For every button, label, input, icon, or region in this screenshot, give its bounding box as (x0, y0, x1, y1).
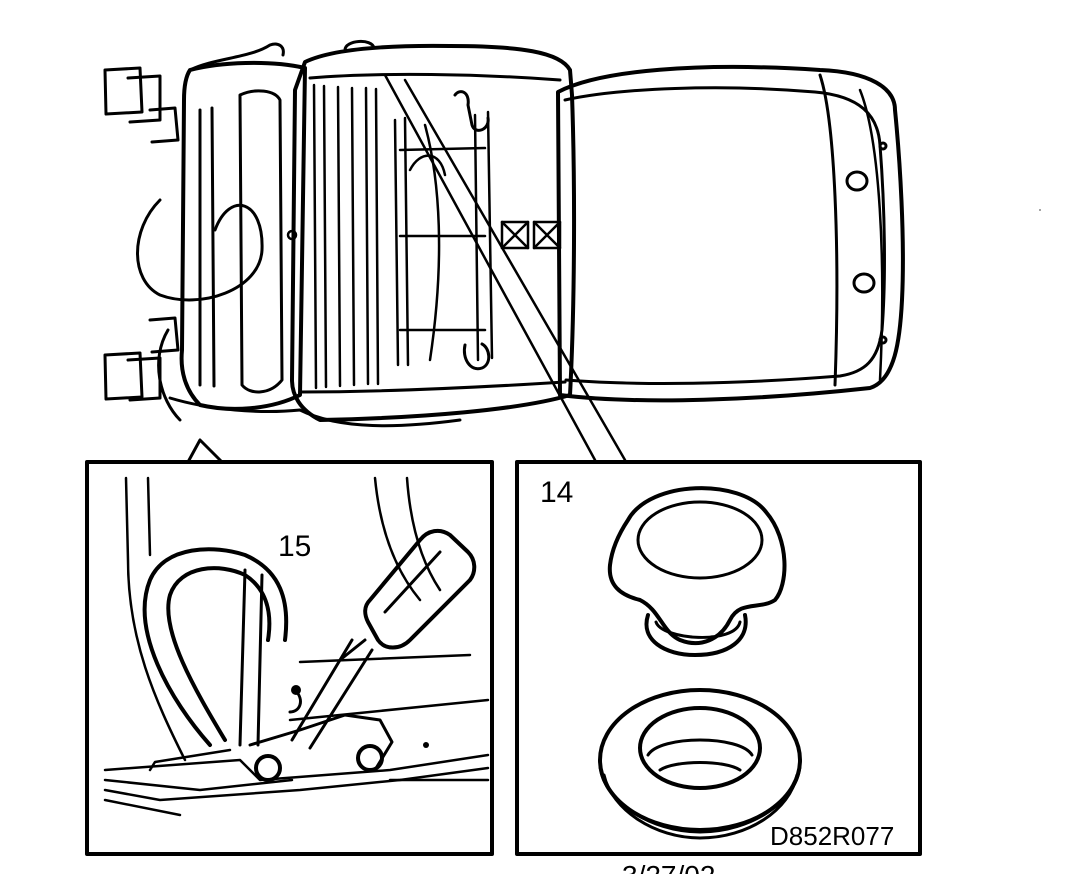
buckle-head (363, 528, 477, 650)
wire (136, 198, 264, 302)
hole (286, 229, 298, 241)
grommet-inner (638, 706, 762, 790)
belt-strap (256, 573, 264, 747)
knob-collar (644, 613, 748, 657)
buckle-stalk (290, 638, 374, 750)
mount-hole (878, 141, 888, 151)
floor-rails (103, 653, 490, 817)
grommet (598, 688, 802, 840)
leader-line-14 (383, 73, 627, 462)
pleated-strip (312, 83, 380, 390)
detail-panel-14: 14 D852R077 (515, 460, 922, 856)
marker-box (500, 220, 530, 250)
belt-loop (166, 566, 272, 742)
grommet-outer (598, 688, 802, 832)
seat-frame-top (188, 42, 285, 72)
part-15-marker (291, 685, 301, 695)
detail-frame-14 (515, 460, 922, 856)
clip (462, 342, 491, 371)
buckle-head-slot (383, 550, 442, 614)
grommet-hole (646, 738, 754, 757)
seat-side (124, 476, 187, 762)
marker-box (532, 220, 562, 250)
seat-side (146, 476, 152, 557)
belt-strap (238, 568, 247, 747)
knob-top (343, 40, 376, 52)
detail-panel-15: 15 (85, 460, 494, 856)
knob-cap (607, 486, 787, 646)
mount-hole (845, 170, 869, 192)
callout-14: 14 (540, 476, 573, 509)
knob (607, 486, 787, 657)
seat-cushion-inner (563, 86, 886, 385)
seat-cushion-outline (556, 64, 905, 403)
anchor-bolt (254, 754, 282, 782)
seat-overview (103, 40, 905, 428)
screw-dot (423, 742, 429, 748)
belt-loop (142, 547, 289, 747)
seat-back-top-edge (308, 72, 562, 82)
seat-frame-inner (238, 89, 284, 394)
seat-frame-rail (198, 106, 216, 388)
clip (453, 90, 490, 132)
date-stamp: 3/27/02 (622, 860, 715, 874)
connector (103, 316, 180, 402)
seat-back-bottom-edge (298, 380, 567, 394)
mount-hole (852, 272, 876, 294)
seat-side (373, 476, 422, 602)
knob-dome (636, 500, 764, 580)
seat-side (405, 476, 442, 592)
grommet-edge (602, 773, 799, 840)
callout-15: 15 (278, 530, 311, 563)
pointer-tab-15 (186, 438, 224, 464)
seat-cushion-curve (858, 88, 884, 382)
stray-dot (1039, 209, 1041, 211)
drawing-code: D852R077 (770, 821, 894, 851)
connector (103, 66, 180, 144)
spring-grid (393, 110, 494, 367)
knob-collar (654, 620, 742, 639)
anchor-bracket (248, 713, 394, 772)
mount-hole (878, 335, 888, 345)
detail-frame-15 (85, 460, 494, 856)
seat-back-outline (290, 43, 577, 422)
seat-cushion-front-edge (818, 73, 839, 387)
seat-frame-bottom (168, 396, 462, 428)
grommet-hole (658, 761, 742, 772)
